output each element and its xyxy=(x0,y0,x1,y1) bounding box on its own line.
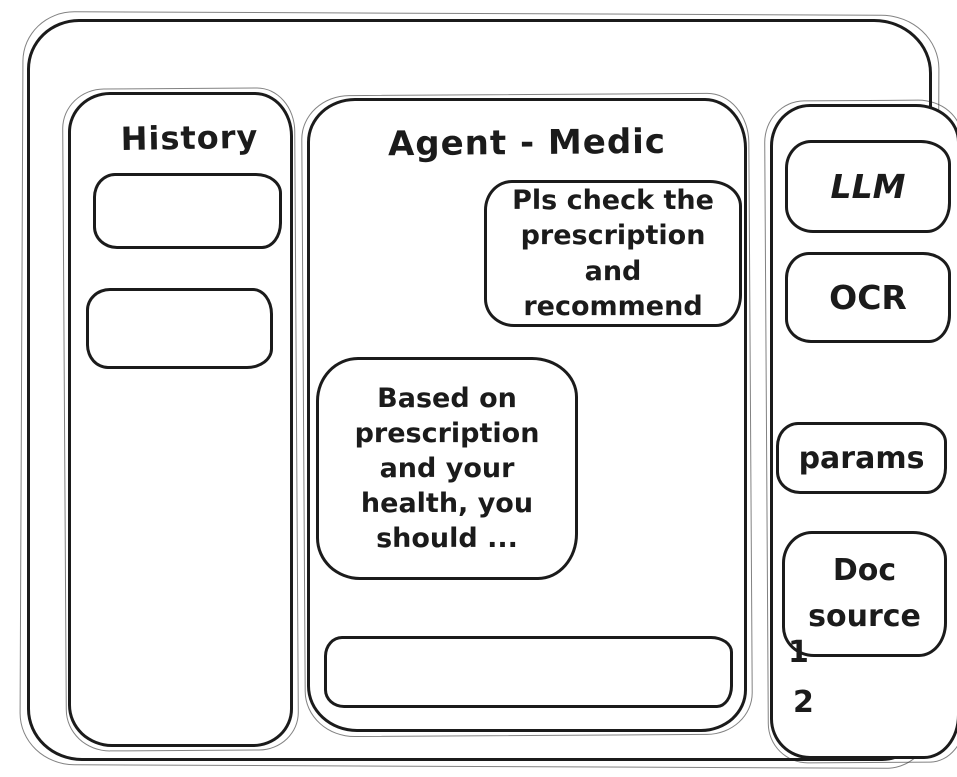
history-item-1[interactable] xyxy=(93,173,282,249)
chat-panel: Agent - Medic Pls check the prescription… xyxy=(307,98,747,732)
doc-source-item-1[interactable]: 1 xyxy=(788,635,809,670)
doc-source-button[interactable]: Doc source xyxy=(782,531,947,657)
tools-panel: LLM OCR params Doc source 1 2 xyxy=(770,104,957,759)
user-message-bubble: Pls check the prescription and recommend xyxy=(484,180,742,327)
llm-button[interactable]: LLM xyxy=(785,140,951,233)
params-button[interactable]: params xyxy=(776,422,947,494)
history-panel: History xyxy=(68,92,293,747)
agent-message-bubble: Based on prescription and your health, y… xyxy=(316,357,578,580)
message-input[interactable] xyxy=(324,636,733,708)
app-window: History Agent - Medic Pls check the pres… xyxy=(27,19,957,761)
chat-title: Agent - Medic xyxy=(387,121,667,165)
doc-source-item-2[interactable]: 2 xyxy=(793,685,814,720)
history-item-2[interactable] xyxy=(86,288,273,369)
ocr-button[interactable]: OCR xyxy=(785,252,951,343)
history-title: History xyxy=(120,117,259,159)
